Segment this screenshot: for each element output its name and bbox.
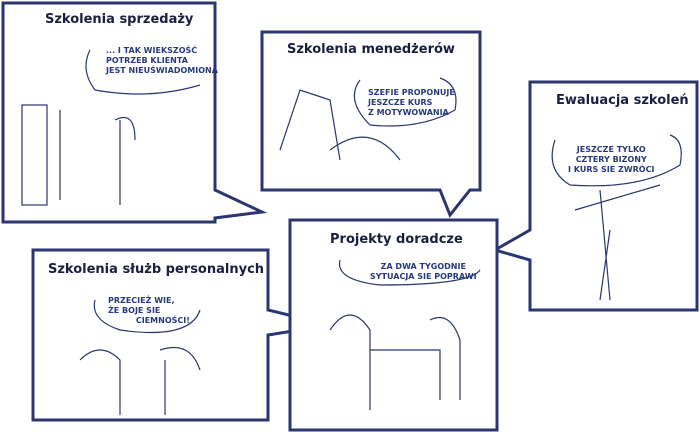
panel-title-sales: Szkolenia sprzedaży [45, 12, 194, 27]
panel-title-managers: Szkolenia menedżerów [287, 42, 455, 57]
figure-sketch [59, 110, 136, 205]
sketch-drawings [21, 49, 682, 415]
figure-sketch [329, 314, 461, 410]
speech-text-managers: SZEFIE PROPONUJE JESZCZE KURS Z MOTYWOWA… [368, 88, 455, 117]
speech-bubble-outline [551, 134, 682, 187]
panel-title-hr: Szkolenia służb personalnych [48, 262, 265, 277]
panel-frame-consulting [288, 218, 499, 432]
door-sketch [21, 104, 48, 206]
speech-text-consulting: ZA DWA TYGODNIE SYTUACJA SIE POPRAWI [370, 262, 477, 281]
speech-bubble-outline [93, 299, 201, 334]
panel-title-evaluation: Ewaluacja szkoleń [556, 93, 689, 108]
figure-sketch [79, 346, 201, 415]
panel-frame-managers [260, 30, 482, 218]
speech-text-sales: ... I TAK WIEKSZOŚĆ POTRZEB KLIENTA JEST… [106, 46, 218, 75]
panel-frame-sales [1, 1, 268, 224]
figure-sketch [279, 89, 401, 161]
speech-bubble-outline [338, 259, 481, 286]
figure-sketch [574, 184, 661, 301]
panel-frame-evaluation [491, 80, 699, 312]
speech-bubble-outline [353, 77, 457, 127]
panel-title-consulting: Projekty doradcze [330, 232, 463, 247]
speech-bubble-outline [85, 49, 201, 95]
speech-text-evaluation: JESZCZE TYLKO CZTERY BIZONY I KURS SIE Z… [568, 145, 655, 174]
speech-text-hr: PRZECIEŻ WIE, ŻE BOJE SIE CIEMNOŚCI! [108, 296, 190, 325]
